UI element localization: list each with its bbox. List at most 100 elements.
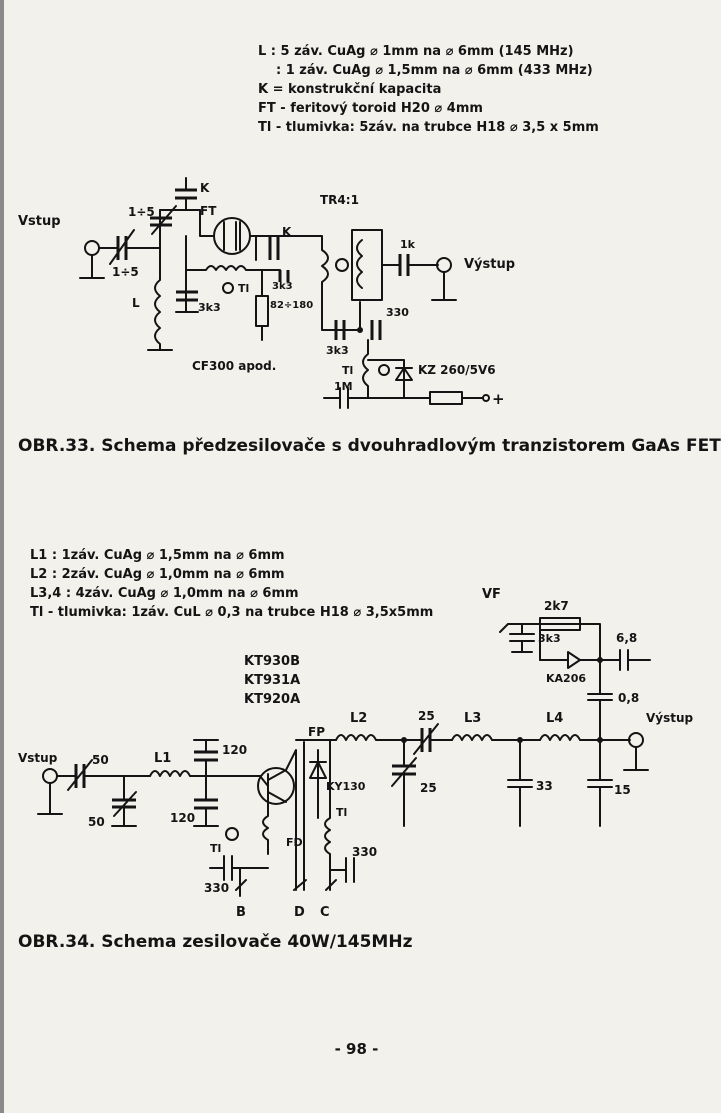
choke-icon: [262, 797, 269, 855]
vf-label: VF: [482, 587, 501, 602]
fig33-legend-line: FT - feritový toroid H20 ⌀ 4mm: [258, 101, 483, 116]
cap-330-c-label: 330: [352, 845, 377, 859]
electrolytic-capacitor-icon: [323, 387, 431, 409]
cap-3k3-b-label: 3k3: [272, 281, 293, 292]
transistor-gates: [223, 221, 241, 251]
input-label: Vstup: [18, 751, 58, 765]
cap-15-label: 15: [614, 783, 631, 797]
toroid-icon: [222, 282, 234, 294]
fig33-legend: L : 5 záv. CuAg ⌀ 1mm na ⌀ 6mm (145 MHz)…: [258, 42, 599, 137]
cap-1k-label: 1k: [400, 238, 416, 251]
cap-25-b-label: 25: [420, 781, 437, 795]
trimmer-lo-label: 1÷5: [112, 265, 139, 279]
capacitor-icon: [329, 857, 355, 883]
fig34-legend-line: L2 : 2záv. CuAg ⌀ 1,0mm na ⌀ 6mm: [30, 567, 285, 582]
transistor-label: CF300 apod.: [192, 359, 276, 373]
capacitor-icon: [175, 188, 197, 200]
capacitor-6-8-icon: [599, 649, 651, 671]
capacitor-icon: [370, 320, 382, 340]
fig34-legend-line: L1 : 1záv. CuAg ⌀ 1,5mm na ⌀ 6mm: [30, 548, 285, 563]
cap-3k3-label: 3k3: [538, 632, 561, 645]
diode-ka206-label: KA206: [546, 672, 586, 685]
capacitor-icon: [194, 798, 218, 810]
node-c-label: C: [320, 905, 330, 920]
cap-50-b-label: 50: [88, 815, 105, 829]
trimmer-arrow-icon: [391, 757, 417, 827]
coil-l4-label: L4: [546, 711, 563, 726]
resistor-icon: [429, 391, 463, 405]
output-label: Výstup: [464, 257, 515, 272]
diode-ka206-icon: [539, 651, 601, 669]
input-label: Vstup: [18, 214, 61, 229]
cap-120-a-label: 120: [222, 743, 247, 757]
coil-l4-icon: [539, 734, 631, 741]
transformer-secondary-icon: [356, 239, 363, 289]
capacitor-icon: [209, 855, 269, 881]
ground-icon: [37, 782, 63, 815]
transistor-leads: [259, 769, 287, 803]
choke-icon: [362, 339, 369, 399]
zener-label: KZ 260/5V6: [418, 363, 496, 377]
ground-icon: [193, 807, 219, 827]
cap-k-label: K: [200, 181, 210, 195]
fp-label: FP: [308, 725, 325, 739]
coil-l1-label: L1: [154, 751, 171, 766]
output-connector-icon: [628, 732, 644, 748]
capacitor-icon: [398, 254, 410, 276]
coil-l1-icon: [149, 770, 261, 777]
cap-330-b-label: 330: [204, 881, 229, 895]
toroid-icon: [335, 258, 349, 272]
input-connector-icon: [84, 240, 100, 256]
cap-120-b-label: 120: [170, 811, 195, 825]
wire: [539, 623, 601, 661]
fig33-legend-line: Tl - tlumivka: 5záv. na trubce H18 ⌀ 3,5…: [258, 120, 599, 135]
toroid-icon: [225, 827, 239, 841]
fig33-legend-line: L : 5 záv. CuAg ⌀ 1mm na ⌀ 6mm (145 MHz): [258, 44, 574, 59]
fig34-schematic: Vstup 50 50 L1 120 120 Tl 330 B FP FD KY…: [18, 587, 694, 920]
coil-l3-label: L3: [464, 711, 481, 726]
ft-label: FT: [200, 204, 217, 218]
fig34-legend-line: Tl - tlumivka: 1záv. CuL ⌀ 0,3 na trubce…: [30, 605, 434, 620]
transistor-type: KT920A: [244, 692, 301, 707]
node-c-terminal: [325, 879, 337, 891]
trimmer-arrow-icon: [109, 229, 135, 265]
tl-b-label: Tl: [210, 842, 221, 855]
transistor-type: KT931A: [244, 673, 301, 688]
ground-icon: [623, 746, 649, 771]
fig33-caption: OBR.33. Schema předzesilovače s dvouhrad…: [18, 436, 721, 456]
fig33-legend-line: K = konstrukční kapacita: [258, 82, 442, 97]
supply-terminal-icon: [482, 394, 490, 402]
scan-left-edge: [0, 0, 4, 1113]
node-d-label: D: [294, 905, 305, 920]
wire: [367, 359, 405, 399]
transistor-icon: [213, 217, 251, 255]
tl-c-label: Tl: [336, 806, 347, 819]
cap-1m-label: 1M: [334, 380, 353, 393]
fig34-legend-line: L3,4 : 4záv. CuAg ⌀ 1,0mm na ⌀ 6mm: [30, 586, 299, 601]
wire: [321, 301, 361, 331]
fig33-legend-line: : 1 záv. CuAg ⌀ 1,5mm na ⌀ 6mm (433 MHz): [276, 63, 593, 78]
tl-label: Tl: [238, 282, 249, 295]
choke-icon: [324, 739, 331, 891]
coil-l3-icon: [451, 734, 541, 741]
ground-icon: [193, 739, 219, 753]
capacitor-icon: [278, 270, 290, 282]
ground-icon: [431, 271, 457, 301]
transformer-primary-icon: [299, 235, 329, 303]
tl-lower-label: Tl: [342, 364, 353, 377]
toroid-icon: [378, 364, 390, 376]
resistor-2k7-label: 2k7: [544, 599, 569, 613]
coil-l-label: L: [132, 296, 140, 310]
cap-330-label: 330: [386, 306, 409, 319]
cap-0-8-label: 0,8: [618, 691, 639, 705]
zener-diode-icon: [395, 367, 413, 381]
output-connector-icon: [436, 257, 452, 273]
fig34-transistor-list: KT930B KT931A KT920A: [244, 652, 300, 709]
vf-terminal: [499, 623, 509, 633]
output-label: Výstup: [646, 711, 694, 725]
ground-icon: [175, 299, 199, 313]
trimmer-label: 1÷5: [128, 205, 155, 219]
transistor-type: KT930B: [244, 654, 300, 669]
resistor-label: 82÷180: [270, 300, 313, 311]
coil-l2-label: L2: [350, 711, 367, 726]
